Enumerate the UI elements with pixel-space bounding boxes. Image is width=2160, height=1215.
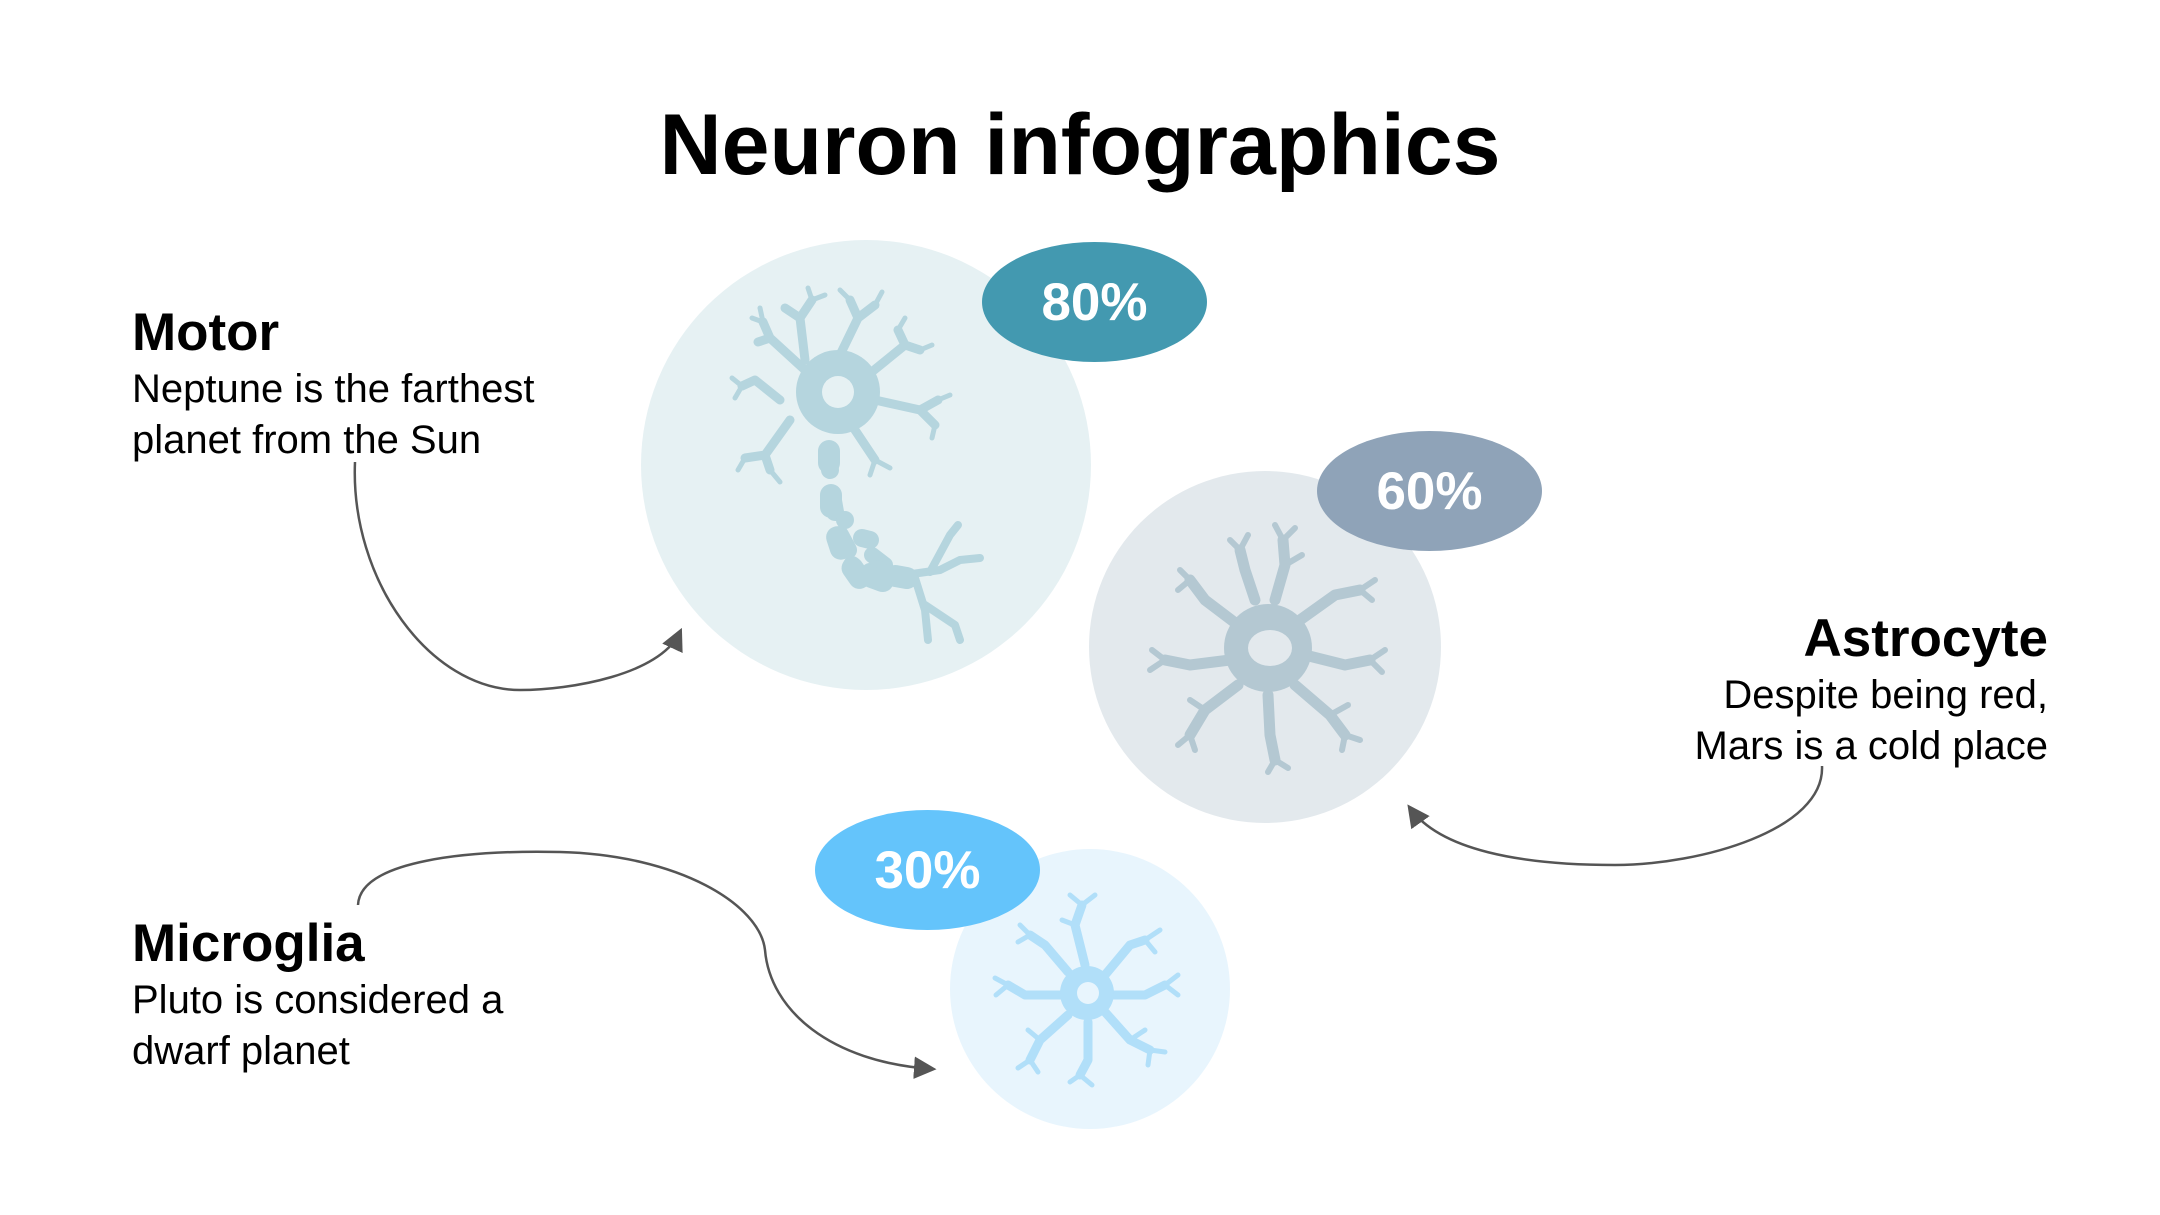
page-title: Neuron infographics bbox=[659, 97, 1501, 193]
motor-info: Motor Neptune is the farthest planet fro… bbox=[132, 302, 752, 466]
astrocyte-info: Astrocyte Despite being red, Mars is a c… bbox=[1428, 608, 2048, 772]
astrocyte-arrow bbox=[1407, 765, 1824, 867]
motor-description-line2: planet from the Sun bbox=[132, 418, 482, 462]
microglia-description-line1: Pluto is considered a bbox=[132, 978, 504, 1022]
astrocyte-description-line2: Mars is a cold place bbox=[1694, 724, 2048, 768]
motor-circle bbox=[641, 240, 1091, 690]
motor-percent-badge: 80% bbox=[982, 242, 1207, 362]
microglia-percent-badge: 30% bbox=[815, 810, 1040, 930]
microglia-heading: Microglia bbox=[132, 914, 365, 973]
microglia-info: Microglia Pluto is considered a dwarf pl… bbox=[132, 913, 752, 1077]
microglia-description-line2: dwarf planet bbox=[132, 1029, 350, 1073]
astrocyte-description-line1: Despite being red, bbox=[1723, 673, 2048, 717]
astrocyte-percent-badge: 60% bbox=[1317, 431, 1542, 551]
astrocyte-heading: Astrocyte bbox=[1803, 609, 2048, 668]
astrocyte-icon bbox=[1147, 522, 1388, 775]
motor-description-line1: Neptune is the farthest bbox=[132, 367, 535, 411]
microglia-arrow bbox=[356, 850, 937, 1079]
microglia-nucleus bbox=[1077, 982, 1099, 1004]
motor-heading: Motor bbox=[132, 303, 280, 362]
astrocyte-nucleus bbox=[1248, 630, 1292, 666]
motor-arrow bbox=[353, 461, 683, 692]
motor-neuron-axon bbox=[818, 440, 918, 593]
microglia-icon bbox=[992, 892, 1181, 1088]
motor-neuron-nucleus bbox=[822, 376, 854, 408]
